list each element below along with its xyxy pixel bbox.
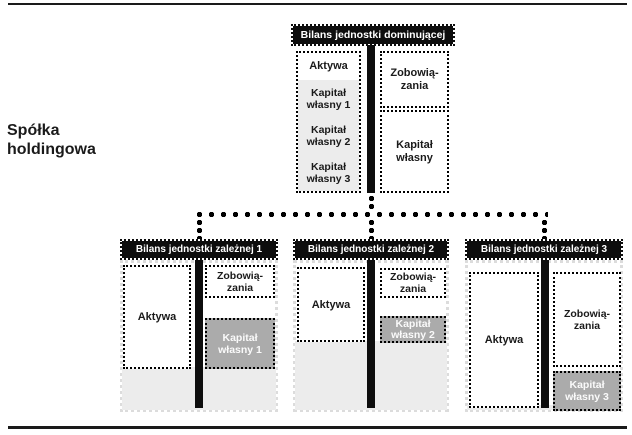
subsidiary-2-equity-box: Kapitał własny 2: [380, 316, 446, 343]
connector-drop-2: [368, 219, 375, 239]
subsidiary-1-title: Bilans jednostki zależnej 1: [120, 239, 278, 260]
connector-drop-3: [541, 219, 548, 239]
subsidiary-3-balance: Bilans jednostki zależnej 3 Aktywa Zobow…: [465, 239, 623, 412]
subsidiary-2-divider-line: [367, 260, 375, 408]
connector-horizontal-line: [196, 211, 548, 218]
parent-equity-box: Kapitał własny: [380, 110, 449, 193]
subsidiary-2-body: Aktywa Zobowią- zania Kapitał własny 2: [293, 260, 449, 412]
subsidiary-3-equity-box: Kapitał własny 3: [553, 371, 621, 411]
subsidiary-3-divider-line: [541, 260, 549, 408]
parent-equity-stack: Kapitał własny 1 Kapitał własny 2 Kapita…: [298, 80, 359, 191]
parent-divider-line: [367, 45, 375, 193]
parent-equity-item-1: Kapitał własny 1: [306, 86, 351, 111]
subsidiary-3-liabilities-box: Zobowią- zania: [553, 272, 621, 367]
top-rule: [8, 3, 627, 5]
parent-assets-column: Aktywa Kapitał własny 1 Kapitał własny 2…: [296, 51, 361, 193]
parent-liabilities-box: Zobowią- zania: [380, 51, 449, 108]
parent-balance-title: Bilans jednostki dominującej: [291, 24, 455, 46]
subsidiary-1-body: Aktywa Zobowią- zania Kapitał własny 1: [120, 260, 278, 412]
parent-equity-item-2: Kapitał własny 2: [306, 123, 351, 148]
subsidiary-1-liabilities-box: Zobowią- zania: [205, 265, 275, 298]
subsidiary-1-balance: Bilans jednostki zależnej 1 Aktywa Zobow…: [120, 239, 278, 412]
subsidiary-1-assets-box: Aktywa: [123, 265, 191, 369]
parent-equity-item-3: Kapitał własny 3: [306, 160, 351, 185]
subsidiary-1-divider-line: [195, 260, 203, 408]
parent-assets-label: Aktywa: [309, 60, 348, 72]
subsidiary-1-equity-box: Kapitał własny 1: [205, 318, 275, 369]
subsidiary-2-balance: Bilans jednostki zależnej 2 Aktywa Zobow…: [293, 239, 449, 412]
subsidiary-2-assets-box: Aktywa: [297, 267, 365, 342]
subsidiary-3-body: Aktywa Zobowią- zania Kapitał własny 3: [465, 260, 623, 412]
connector-vertical-top: [368, 195, 375, 211]
subsidiary-2-liabilities-box: Zobowią- zania: [380, 268, 446, 298]
holding-company-label: Spółka holdingowa: [7, 122, 96, 158]
subsidiary-2-title: Bilans jednostki zależnej 2: [293, 239, 449, 260]
subsidiary-3-assets-box: Aktywa: [469, 272, 539, 408]
bottom-rule: [8, 426, 627, 429]
connector-drop-1: [196, 219, 203, 239]
subsidiary-3-title: Bilans jednostki zależnej 3: [465, 239, 623, 260]
